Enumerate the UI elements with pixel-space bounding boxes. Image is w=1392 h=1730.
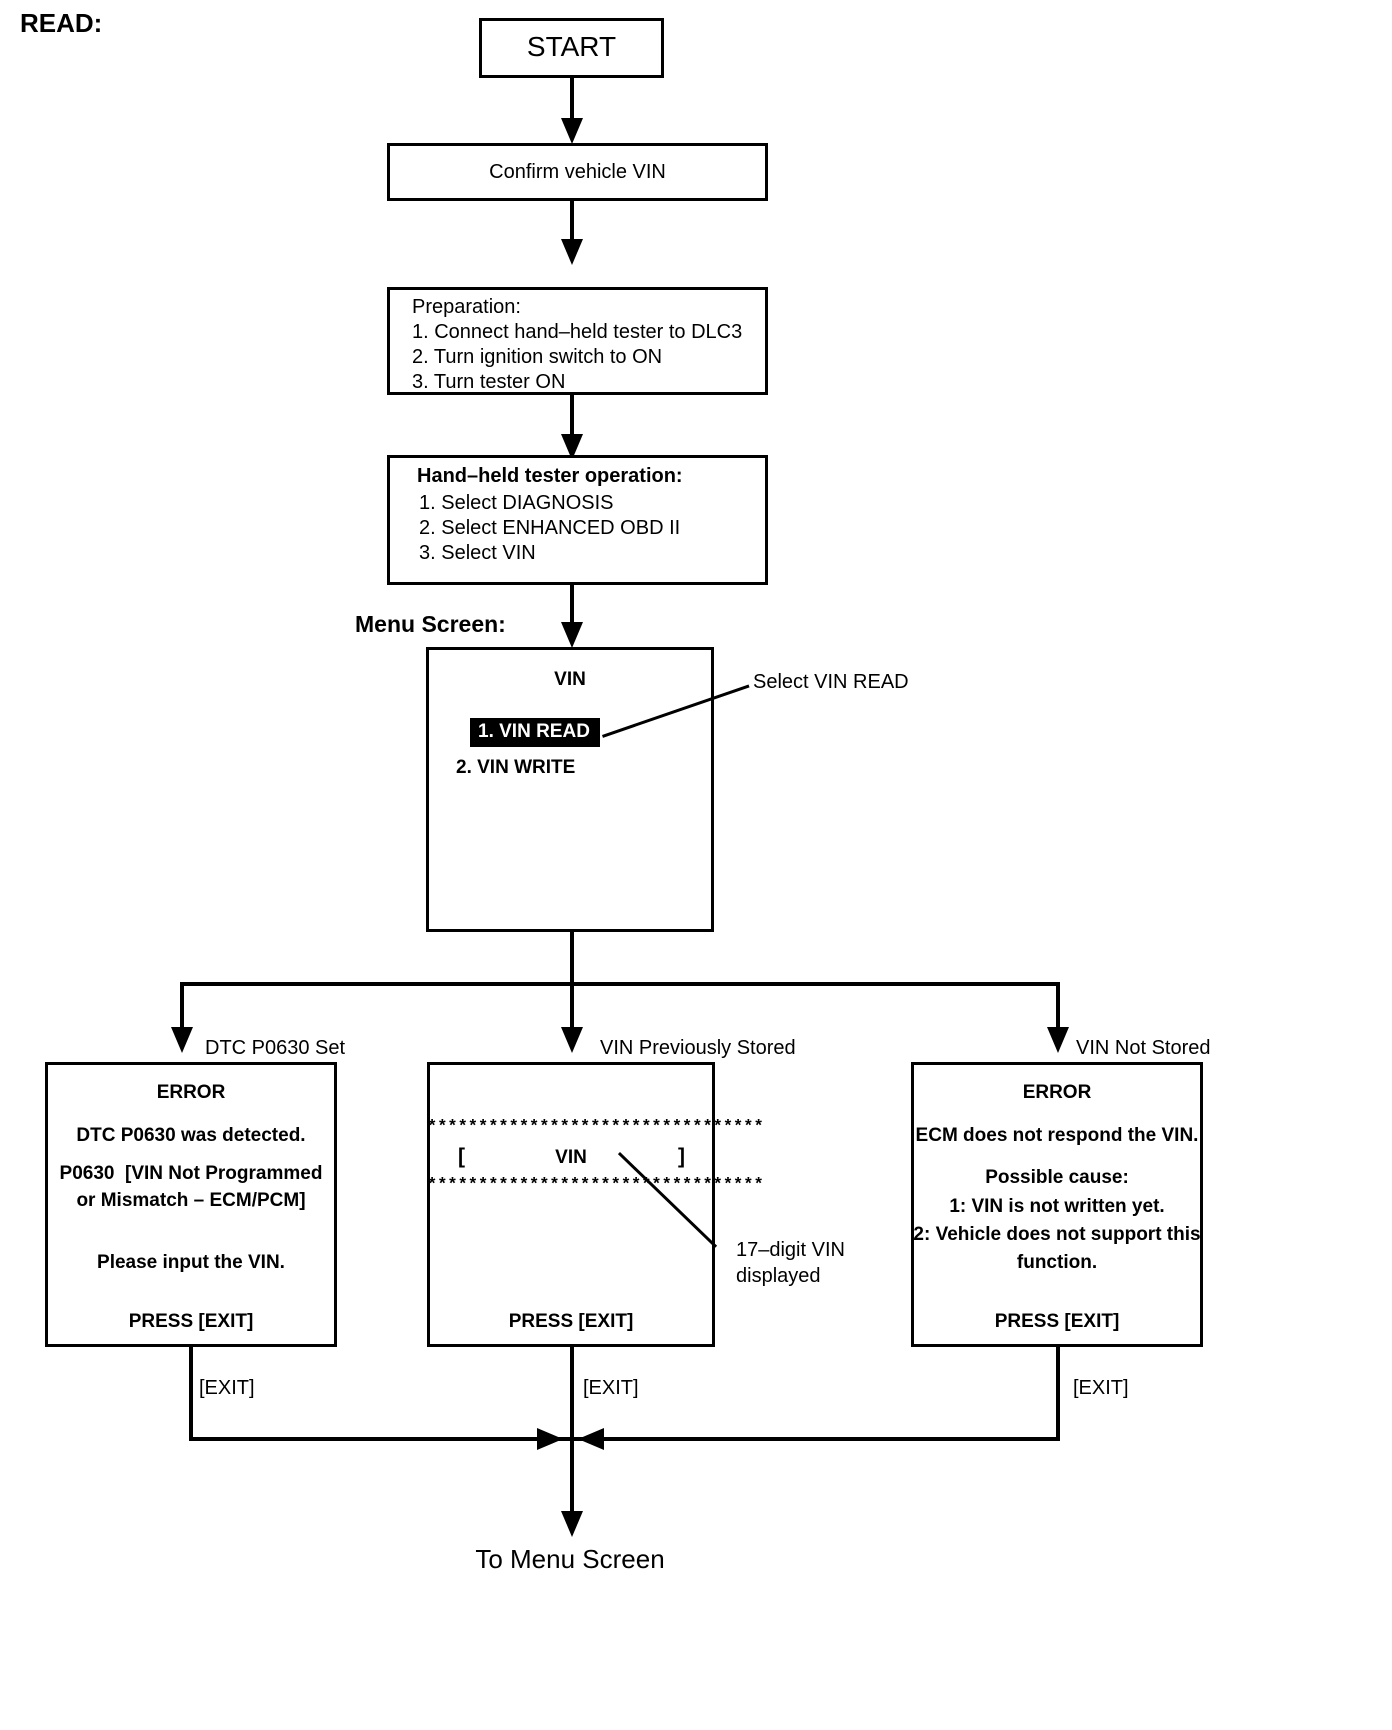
edge-fanout-left <box>180 982 184 1032</box>
node-confirm-vin-label: Confirm vehicle VIN <box>489 161 666 183</box>
node-preparation <box>387 287 768 395</box>
node-preparation-step-1: 1. Connect hand–held tester to DLC3 <box>412 321 743 343</box>
node-vin-stored-asterisks-bottom: ********************************* <box>427 1176 764 1195</box>
edge-label-exit-middle: [EXIT] <box>583 1377 639 1399</box>
arrow-exit-left-merge <box>537 1428 563 1450</box>
node-error-dtc <box>45 1062 337 1347</box>
node-vin-stored-bracket-close: ] <box>678 1145 685 1168</box>
node-error-dtc-footer: PRESS [EXIT] <box>128 1311 254 1332</box>
node-start-label: START <box>526 31 617 62</box>
menu-item-vin-read-label: 1. VIN READ <box>470 718 600 747</box>
edge-fanout-right <box>1056 982 1060 1032</box>
node-tester-operation-step-1: 1. Select DIAGNOSIS <box>419 492 614 514</box>
terminal-label: To Menu Screen <box>475 1544 665 1574</box>
node-vin-stored-footer: PRESS [EXIT] <box>508 1311 634 1332</box>
node-error-dtc-line4: Please input the VIN. <box>97 1252 285 1273</box>
edge-fanout-middle <box>570 982 574 1032</box>
node-preparation-heading: Preparation: <box>412 296 521 318</box>
branch-label-middle: VIN Previously Stored <box>600 1037 796 1059</box>
branch-label-right: VIN Not Stored <box>1076 1037 1211 1059</box>
arrow-preparation-to-tester <box>561 434 583 460</box>
page-title: READ: <box>20 8 103 38</box>
node-start <box>479 18 664 78</box>
node-error-dtc-line1: DTC P0630 was detected. <box>76 1125 306 1146</box>
node-error-no-vin-line3: 1: VIN is not written yet. <box>949 1196 1165 1217</box>
node-tester-operation-step-2: 2. Select ENHANCED OBD II <box>419 517 681 539</box>
node-tester-operation-heading: Hand–held tester operation: <box>417 465 683 487</box>
node-vin-stored-vin-label: VIN <box>555 1147 587 1168</box>
edge-exit-right-vertical <box>1056 1347 1060 1441</box>
callout-vin-digits-line2: displayed <box>736 1265 821 1287</box>
node-preparation-step-3: 3. Turn tester ON <box>412 371 566 393</box>
edge-exit-middle-vertical <box>570 1347 574 1521</box>
node-error-no-vin-line1: ECM does not respond the VIN. <box>915 1125 1199 1146</box>
node-error-dtc-line3: or Mismatch – ECM/PCM] <box>76 1190 306 1211</box>
branch-label-left: DTC P0630 Set <box>205 1037 346 1059</box>
node-tester-operation <box>387 455 768 585</box>
menu-item-vin-read[interactable]: 1. VIN READ <box>470 718 600 747</box>
arrow-tester-to-vinmenu <box>561 622 583 648</box>
arrow-exit-right-merge <box>578 1428 604 1450</box>
node-error-no-vin-title: ERROR <box>1022 1082 1092 1103</box>
arrow-branch-right <box>1047 1027 1069 1053</box>
menu-item-vin-write[interactable]: 2. VIN WRITE <box>456 757 576 778</box>
node-tester-operation-step-3: 3. Select VIN <box>419 542 536 564</box>
node-error-no-vin-line2: Possible cause: <box>985 1167 1129 1188</box>
callout-vin-digits-line1: 17–digit VIN <box>736 1239 845 1261</box>
callout-select-vin-read: Select VIN READ <box>753 671 909 693</box>
arrow-branch-middle <box>561 1027 583 1053</box>
node-error-no-vin <box>911 1062 1203 1347</box>
node-vin-menu-title: VIN <box>554 669 586 690</box>
edge-label-exit-right: [EXIT] <box>1073 1377 1129 1399</box>
edge-preparation-to-tester <box>570 395 574 443</box>
edge-exit-left-horizontal <box>189 1437 577 1441</box>
menu-screen-label: Menu Screen: <box>355 611 506 637</box>
edge-vinmenu-down <box>570 932 574 984</box>
node-vin-stored-asterisks-top: ********************************* <box>427 1118 764 1137</box>
node-error-dtc-line2: P0630 [VIN Not Programmed <box>59 1163 323 1184</box>
edge-exit-left-vertical <box>189 1347 193 1441</box>
node-error-no-vin-line4: 2: Vehicle does not support this <box>913 1224 1201 1245</box>
edge-fanout-bus <box>180 982 1060 986</box>
edge-tester-to-vinmenu <box>570 585 574 633</box>
node-preparation-step-2: 2. Turn ignition switch to ON <box>412 346 663 368</box>
edge-exit-right-horizontal <box>566 1437 1060 1441</box>
arrow-confirm-to-preparation <box>561 239 583 265</box>
edge-confirm-to-preparation <box>570 201 574 249</box>
node-confirm-vin <box>387 143 768 201</box>
edge-start-to-confirm <box>570 78 574 126</box>
arrow-to-menu-screen <box>561 1511 583 1537</box>
node-vin-menu <box>426 647 714 932</box>
arrow-branch-left <box>171 1027 193 1053</box>
arrow-start-to-confirm <box>561 118 583 144</box>
node-error-dtc-title: ERROR <box>156 1082 226 1103</box>
node-error-no-vin-line5: function. <box>1016 1252 1098 1273</box>
node-vin-stored-bracket-open: [ <box>458 1145 465 1168</box>
edge-label-exit-left: [EXIT] <box>199 1377 255 1399</box>
node-vin-stored <box>427 1062 715 1347</box>
node-error-no-vin-footer: PRESS [EXIT] <box>994 1311 1120 1332</box>
